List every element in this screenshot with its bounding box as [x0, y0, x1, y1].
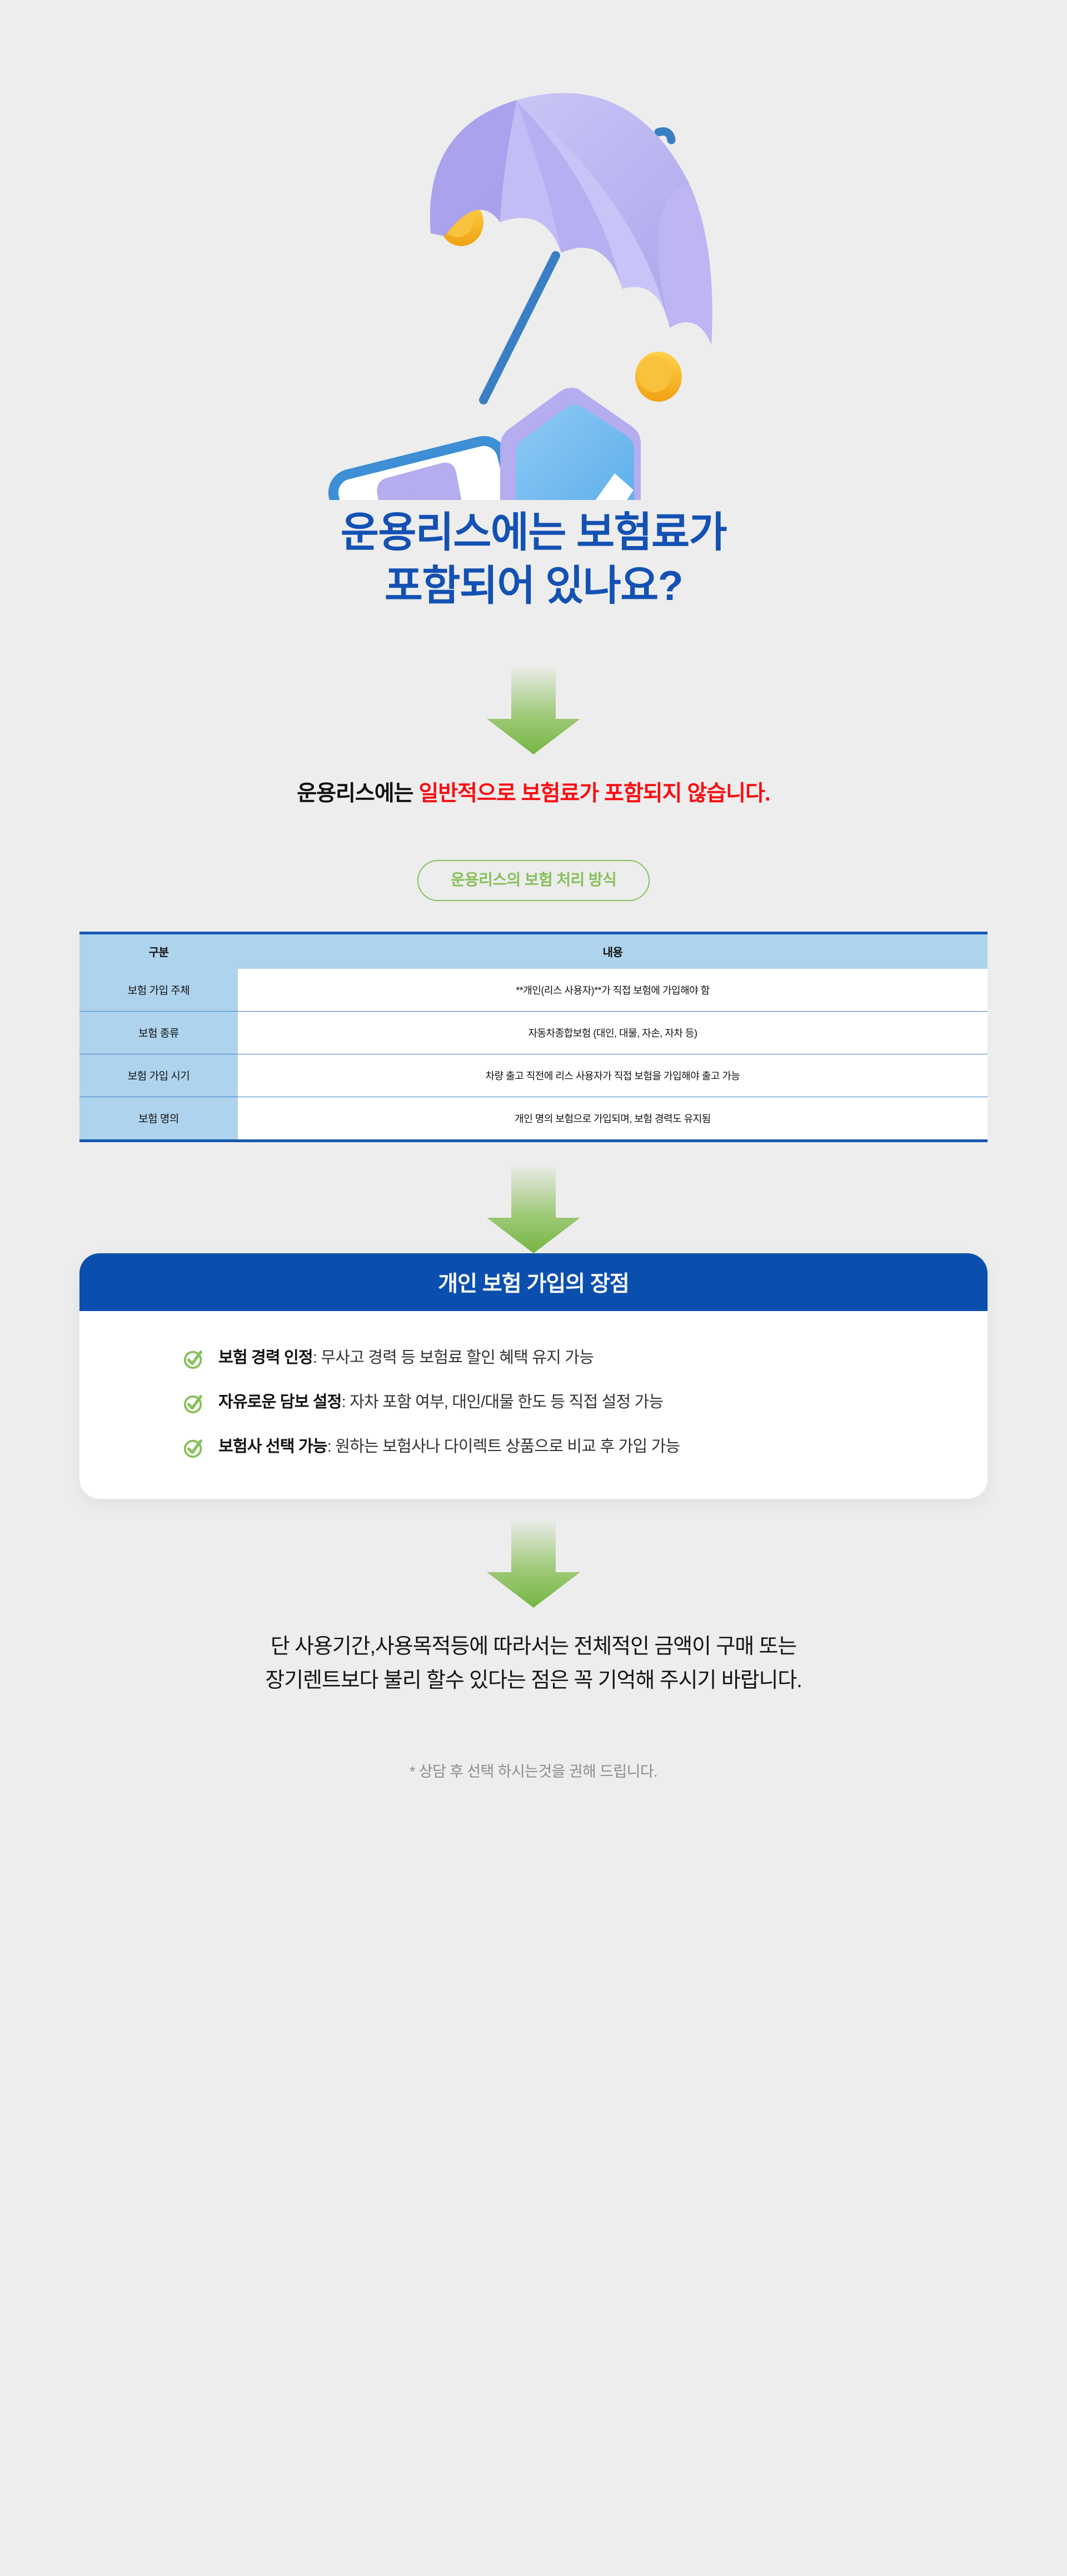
page-title: 운용리스에는 보험료가 포함되어 있나요? — [340, 509, 727, 609]
footnote: * 상담 후 선택 하시는것을 권해 드립니다. — [409, 1763, 658, 1780]
insurance-table: 구분 내용 보험 가입 주체 **개인(리스 사용자)**가 직접 보험에 가입… — [79, 934, 988, 1139]
lead-accent: 일반적으로 보험료가 포함되지 않습니다. — [418, 782, 770, 806]
list-item-title: 보험사 선택 가능 — [218, 1437, 327, 1455]
table-cell-label: 보험 가입 주체 — [79, 968, 238, 1012]
arrow-down-icon — [487, 664, 580, 755]
table-row: 보험 종류 자동차종합보험 (대인, 대물, 자손, 자차 등) — [79, 1011, 988, 1054]
table-cell-label: 보험 명의 — [79, 1097, 238, 1139]
table-header-row: 구분 내용 — [79, 934, 988, 969]
list-item-desc: : 무사고 경력 등 보험료 할인 혜택 유지 가능 — [312, 1348, 594, 1367]
section-badge: 운용리스의 보험 처리 방식 — [417, 859, 650, 901]
benefit-list: 보험 경력 인정: 무사고 경력 등 보험료 할인 혜택 유지 가능 자유로운 … — [79, 1311, 988, 1499]
table-cell-label: 보험 종류 — [79, 1011, 238, 1054]
check-circle-icon — [183, 1439, 202, 1458]
table-header-category: 구분 — [79, 934, 238, 969]
lead-plain: 운용리스에는 — [297, 782, 419, 806]
table-header-content: 내용 — [238, 934, 988, 969]
table-cell-value: 자동차종합보험 (대인, 대물, 자손, 자차 등) — [238, 1011, 988, 1054]
arrow-down-icon — [487, 1517, 580, 1608]
list-item: 자유로운 담보 설정: 자차 포함 여부, 대인/대물 한도 등 직접 설정 가… — [79, 1392, 988, 1414]
list-item-desc: : 자차 포함 여부, 대인/대물 한도 등 직접 설정 가능 — [341, 1393, 664, 1411]
table-cell-value: 차량 출고 직전에 리스 사용자가 직접 보험을 가입해야 출고 가능 — [238, 1054, 988, 1097]
benefit-card: 개인 보험 가입의 장점 보험 경력 인정: 무사고 경력 등 보험료 할인 혜… — [79, 1253, 988, 1499]
list-item-title: 보험 경력 인정 — [218, 1348, 313, 1367]
table-cell-value: 개인 명의 보험으로 가입되며, 보험 경력도 유지됨 — [238, 1097, 988, 1139]
list-item-text: 자유로운 담보 설정: 자차 포함 여부, 대인/대물 한도 등 직접 설정 가… — [218, 1392, 664, 1413]
umbrella-clipboard-shield-icon — [328, 93, 712, 500]
table-row: 보험 가입 시기 차량 출고 직전에 리스 사용자가 직접 보험을 가입해야 출… — [79, 1054, 988, 1097]
outro-paragraph: 단 사용기간,사용목적등에 따라서는 전체적인 금액이 구매 또는 장기렌트보다… — [265, 1634, 802, 1693]
list-item-title: 자유로운 담보 설정 — [218, 1393, 342, 1411]
check-circle-icon — [183, 1394, 202, 1413]
list-item: 보험사 선택 가능: 원하는 보험사나 다이렉트 상품으로 비교 후 가입 가능 — [79, 1437, 988, 1459]
list-item-desc: : 원하는 보험사나 다이렉트 상품으로 비교 후 가입 가능 — [327, 1437, 680, 1455]
list-item-text: 보험사 선택 가능: 원하는 보험사나 다이렉트 상품으로 비교 후 가입 가능 — [218, 1437, 680, 1458]
check-circle-icon — [183, 1350, 202, 1369]
list-item-text: 보험 경력 인정: 무사고 경력 등 보험료 할인 혜택 유지 가능 — [218, 1348, 594, 1369]
list-item: 보험 경력 인정: 무사고 경력 등 보험료 할인 혜택 유지 가능 — [79, 1348, 988, 1370]
table-row: 보험 가입 주체 **개인(리스 사용자)**가 직접 보험에 가입해야 함 — [79, 968, 988, 1012]
hero-illustration — [0, 0, 1067, 500]
table-cell-label: 보험 가입 시기 — [79, 1054, 238, 1097]
lead-statement: 운용리스에는 일반적으로 보험료가 포함되지 않습니다. — [297, 779, 770, 809]
benefit-card-title: 개인 보험 가입의 장점 — [79, 1253, 988, 1311]
insurance-table-wrapper: 구분 내용 보험 가입 주체 **개인(리스 사용자)**가 직접 보험에 가입… — [79, 931, 988, 1142]
table-cell-value: **개인(리스 사용자)**가 직접 보험에 가입해야 함 — [238, 968, 988, 1012]
table-row: 보험 명의 개인 명의 보험으로 가입되며, 보험 경력도 유지됨 — [79, 1097, 988, 1139]
arrow-down-icon — [487, 1163, 580, 1253]
